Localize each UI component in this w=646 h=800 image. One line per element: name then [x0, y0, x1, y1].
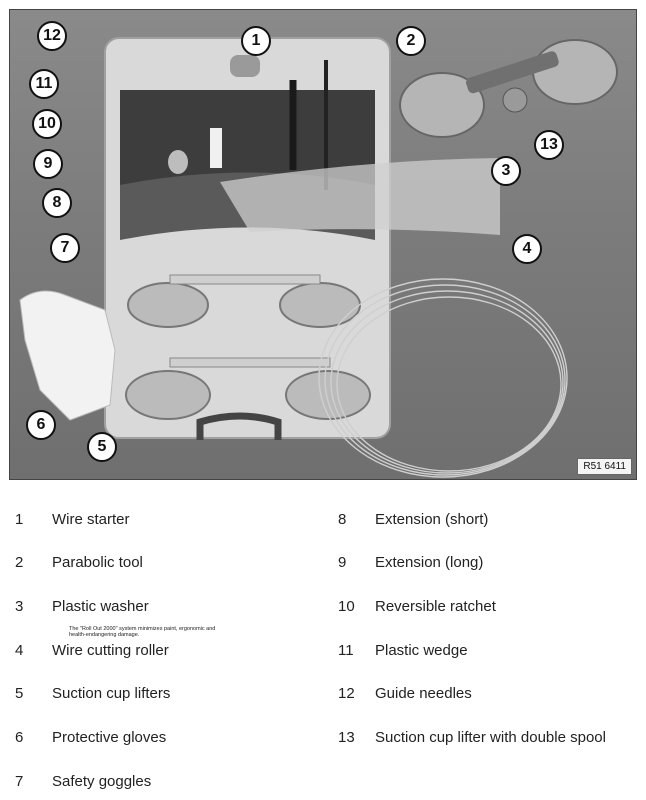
legend-label: Safety goggles — [52, 773, 152, 790]
wire-coil — [318, 278, 568, 478]
legend-number: 12 — [338, 685, 355, 702]
legend-label: Reversible ratchet — [375, 598, 496, 615]
legend-number: 6 — [15, 729, 24, 746]
plastic-washer-sheet — [220, 158, 500, 235]
double-spool-lifter — [399, 39, 618, 138]
callout-3: 3 — [491, 156, 521, 186]
legend-number: 3 — [15, 598, 24, 615]
legend-label: Protective gloves — [52, 729, 167, 746]
legend-label: Guide needles — [375, 685, 472, 702]
legend-label: Plastic wedge — [375, 642, 468, 659]
legend-number: 11 — [338, 642, 354, 659]
legend-number: 1 — [15, 511, 24, 528]
callout-9: 9 — [33, 149, 63, 179]
legend-label: Suction cup lifter with double spool — [375, 729, 606, 746]
guide-needles-shape — [230, 55, 260, 77]
callout-2: 2 — [396, 26, 426, 56]
callout-12: 12 — [37, 21, 67, 51]
legend-number: 7 — [15, 773, 24, 790]
callout-7: 7 — [50, 233, 80, 263]
callout-8: 8 — [42, 188, 72, 218]
legend-number: 9 — [338, 554, 347, 571]
figure-reference-code: R51 6411 — [577, 458, 632, 475]
callout-13: 13 — [534, 130, 564, 160]
legend-number: 5 — [15, 685, 24, 702]
footnote: The "Roll Out 2000" system minimizes pai… — [69, 626, 216, 638]
legend-label: Wire starter — [52, 511, 130, 528]
gloves-shape — [19, 290, 116, 421]
legend-label: Suction cup lifters — [52, 685, 171, 702]
callout-5: 5 — [87, 432, 117, 462]
callout-4: 4 — [512, 234, 542, 264]
legend-label: Parabolic tool — [52, 554, 143, 571]
legend-number: 4 — [15, 642, 24, 659]
tool-kit-photo: 1 2 3 4 5 6 7 8 9 10 11 12 13 R51 6411 — [9, 9, 637, 480]
legend-number: 2 — [15, 554, 24, 571]
callout-10: 10 — [32, 109, 62, 139]
tool-kit-illustration — [19, 37, 618, 478]
case-handle — [196, 412, 282, 440]
legend-label: Extension (long) — [375, 554, 484, 571]
legend-label: Plastic washer — [52, 598, 149, 615]
legend-label: Wire cutting roller — [52, 642, 169, 659]
callout-6: 6 — [26, 410, 56, 440]
legend-label: Extension (short) — [375, 511, 489, 528]
callout-1: 1 — [241, 26, 271, 56]
legend-number: 13 — [338, 729, 355, 746]
legend-number: 10 — [338, 598, 355, 615]
callout-11: 11 — [29, 69, 59, 99]
plastic-wedge-shape — [210, 128, 222, 168]
ratchet-shape — [168, 150, 188, 174]
legend-number: 8 — [338, 511, 347, 528]
